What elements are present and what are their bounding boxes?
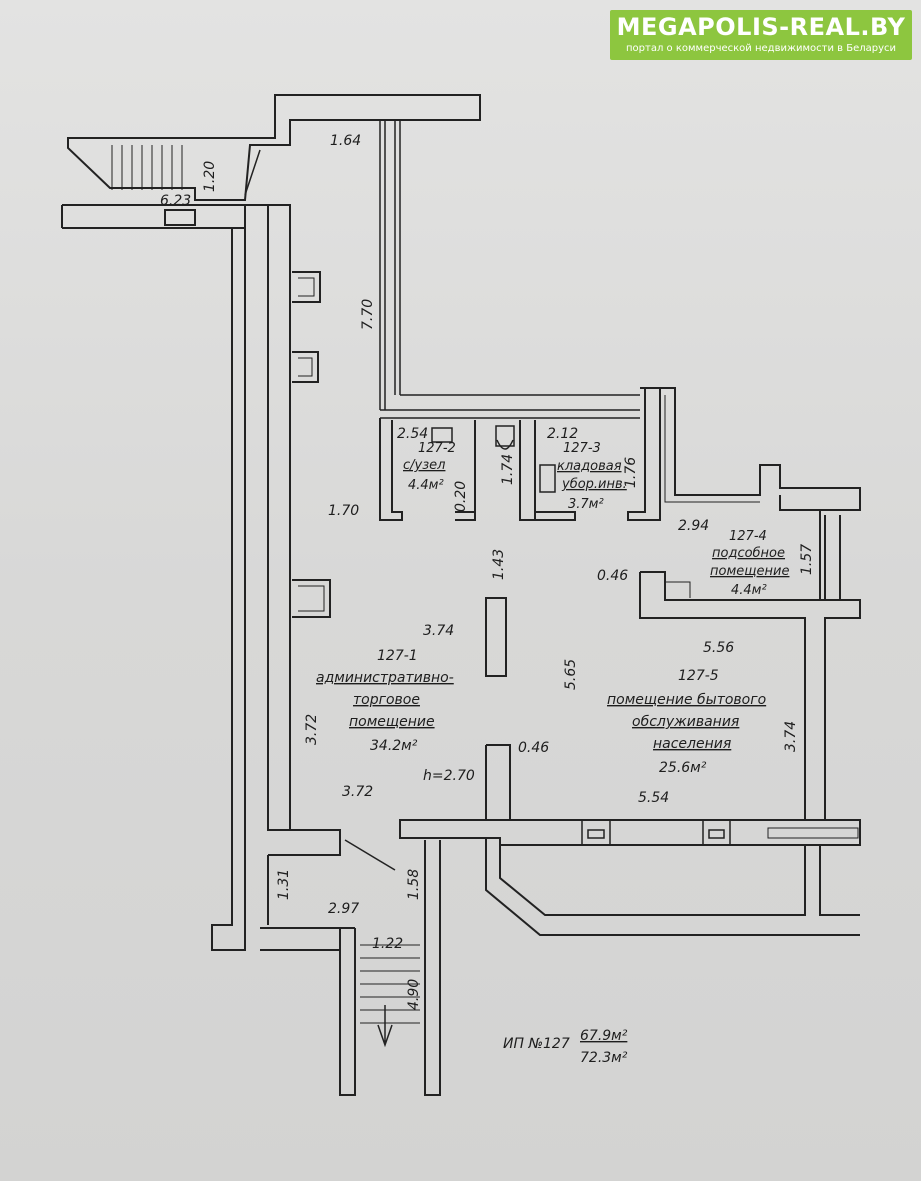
dim-4-90: 4.90 (406, 979, 422, 1010)
room-127-4-area: 4.4м² (731, 583, 767, 598)
dim-1-70: 1.70 (328, 503, 359, 519)
room-127-2-area: 4.4м² (408, 478, 444, 493)
room-127-4-name1: подсобное (712, 546, 785, 561)
dim-5-65: 5.65 (563, 659, 579, 690)
room-127-4-notch (665, 581, 691, 598)
central-column (485, 597, 507, 677)
top-stair-diagonal (244, 149, 261, 196)
dim-1-20: 1.20 (202, 161, 218, 192)
room-127-1-name1: административно- (316, 670, 454, 686)
bottom-stair-steps (360, 944, 420, 1024)
dim-7-70: 7.70 (360, 299, 376, 330)
room-127-4-walls (639, 510, 841, 820)
left-wall-inner (267, 204, 291, 831)
room-127-4-name2: помещение (710, 564, 789, 579)
dim-3-72-horizontal: 3.72 (342, 784, 373, 800)
dim-5-56: 5.56 (703, 640, 734, 656)
left-niches-inner (298, 277, 325, 612)
room-127-2-name: с/узел (403, 458, 445, 473)
window-3 (767, 827, 859, 839)
room-127-5-area: 25.6м² (659, 760, 707, 776)
dim-1-76: 1.76 (623, 457, 639, 488)
bottom-diagonal (344, 839, 396, 871)
corridor-walls (379, 120, 401, 410)
left-wall-outer (211, 205, 246, 951)
right-service-inner (664, 395, 760, 503)
bottom-stair-walls (260, 840, 441, 1096)
room-127-3-area: 3.7м² (568, 497, 604, 512)
right-service-walls (627, 387, 861, 521)
room-127-5-name1: помещение бытового (607, 692, 766, 708)
dim-0-46-top: 0.46 (597, 568, 628, 584)
dim-6-23: 6.23 (160, 193, 191, 209)
room-127-3-name2: убор.инв. (561, 477, 627, 492)
dim-3-74-right: 3.74 (783, 721, 799, 752)
dim-2-54: 2.54 (397, 426, 428, 442)
summary-area-2: 72.3м² (580, 1050, 628, 1066)
dim-1-64: 1.64 (330, 133, 361, 149)
pier (485, 744, 511, 820)
banner-tagline: портал о коммерческой недвижимости в Бел… (626, 43, 896, 54)
window-2 (702, 819, 731, 846)
dim-1-22: 1.22 (372, 936, 403, 952)
dim-2-94: 2.94 (678, 518, 709, 534)
dim-5-54: 5.54 (638, 790, 669, 806)
top-stair-outline (67, 94, 481, 201)
wc-walls (379, 418, 536, 521)
dim-1-58: 1.58 (406, 869, 422, 900)
room-127-1-name3: помещение (349, 714, 435, 730)
room-127-4-code: 127-4 (729, 529, 767, 544)
dim-2-12: 2.12 (547, 426, 578, 442)
bottom-wall (399, 819, 861, 846)
dim-0-46-mid: 0.46 (518, 740, 549, 756)
dim-1-31: 1.31 (276, 869, 292, 900)
room-127-4-right (824, 599, 861, 820)
room-127-5-name2: обслуживания (632, 714, 739, 730)
room-127-5-name3: населения (653, 736, 731, 752)
room-127-5-code: 127-5 (678, 668, 719, 684)
room-127-3-name1: кладовая (557, 459, 622, 474)
room-127-1-name2: торговое (353, 692, 420, 708)
room-127-1-height: h=2.70 (423, 768, 475, 784)
summary-area-1: 67.9м² (580, 1028, 628, 1044)
room-127-3-code: 127-3 (563, 441, 601, 456)
bottom-left-block (267, 829, 341, 925)
room-127-1-area: 34.2м² (370, 738, 418, 754)
wc-fixture (431, 425, 515, 447)
storage-wall-bottom (535, 511, 576, 521)
dim-1-43: 1.43 (491, 549, 507, 580)
dim-3-74-left: 3.74 (423, 623, 454, 639)
dim-3-72-vertical: 3.72 (304, 714, 320, 745)
room-127-1-code: 127-1 (377, 648, 418, 664)
service-block-top (380, 394, 640, 419)
wc-toilet (496, 439, 514, 450)
dim-2-97: 2.97 (328, 901, 359, 917)
site-banner[interactable]: MEGAPOLIS-REAL.BY портал о коммерческой … (610, 10, 912, 60)
bottom-stair-arrow (377, 1005, 393, 1048)
top-corridor-wall (61, 204, 245, 229)
storage-fixture (539, 464, 556, 493)
lightwell (485, 838, 860, 936)
window-1 (581, 819, 611, 846)
banner-brand: MEGAPOLIS-REAL.BY (616, 13, 906, 41)
dim-1-57: 1.57 (799, 544, 815, 575)
dim-0-20: 0.20 (453, 481, 469, 512)
left-niches (292, 271, 331, 618)
top-stair-steps (111, 145, 183, 190)
summary-label: ИП №127 (503, 1036, 570, 1052)
dim-1-74: 1.74 (500, 454, 516, 485)
room-127-2-code: 127-2 (418, 441, 456, 456)
